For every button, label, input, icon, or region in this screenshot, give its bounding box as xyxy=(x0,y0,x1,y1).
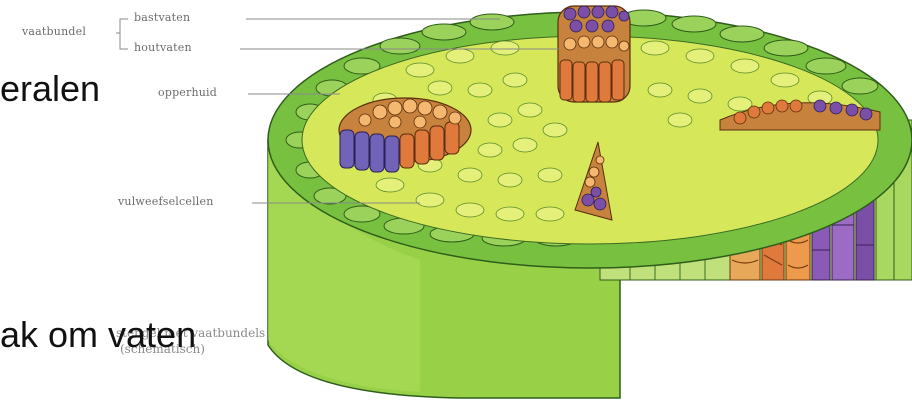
label-houtvaten: houtvaten xyxy=(134,41,192,54)
label-vulweefselcellen: vulweefselcellen xyxy=(118,195,214,208)
label-bastvaten: bastvaten xyxy=(134,11,190,24)
vascular-bundle-top xyxy=(558,6,630,102)
label-opperhuid: opperhuid xyxy=(158,86,217,99)
slide-text-fragment-bottom: ak om vaten xyxy=(0,314,196,356)
cross-section-top xyxy=(268,6,912,268)
slide-text-fragment-top: eralen xyxy=(0,68,100,110)
label-vaatbundel: vaatbundel xyxy=(22,25,86,38)
